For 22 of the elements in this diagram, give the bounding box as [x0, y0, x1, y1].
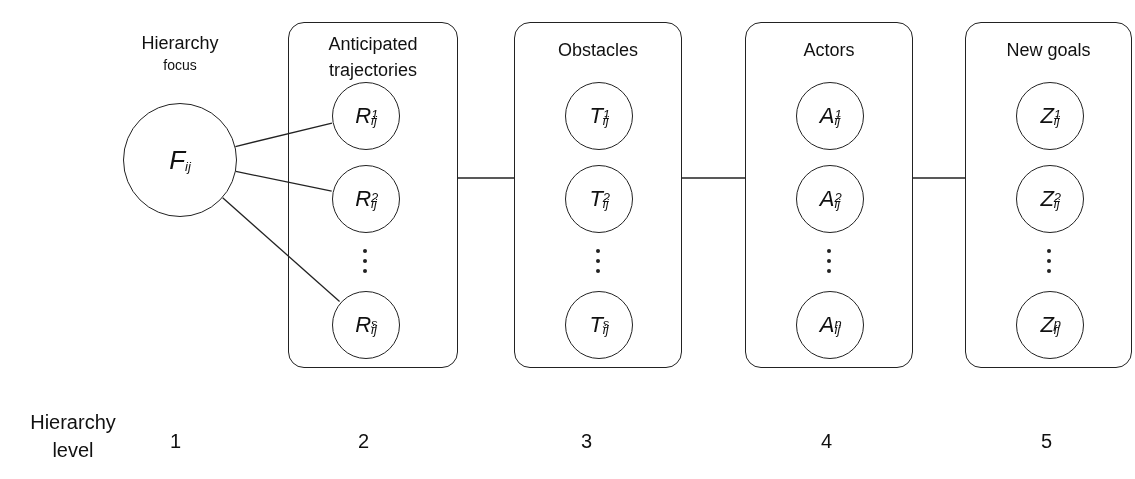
connector-line: [235, 170, 333, 192]
group-heading: New goals: [1005, 39, 1092, 62]
group-heading: Actors: [802, 39, 856, 62]
level-number: 3: [581, 429, 593, 454]
connector-line: [222, 197, 341, 303]
connector-line: [912, 177, 966, 179]
group-box: [288, 22, 458, 368]
axis-title: Hierarchy level: [29, 410, 117, 463]
level-number: 1: [170, 429, 182, 454]
level-number: 4: [821, 429, 833, 454]
circle-caption: focus: [162, 56, 198, 75]
group-heading: Obstacles: [556, 39, 639, 62]
group-box: [514, 22, 682, 368]
connector-line: [681, 177, 746, 179]
level-number: 5: [1041, 429, 1053, 454]
group-box: [745, 22, 913, 368]
connector-line: [457, 177, 515, 179]
variable-symbol: F$_{ij}$: [169, 147, 191, 173]
group-heading: Anticipated trajectories: [327, 33, 419, 82]
group-box: [965, 22, 1132, 368]
circle-caption: Hierarchy: [140, 32, 220, 55]
level-number: 2: [358, 429, 370, 454]
